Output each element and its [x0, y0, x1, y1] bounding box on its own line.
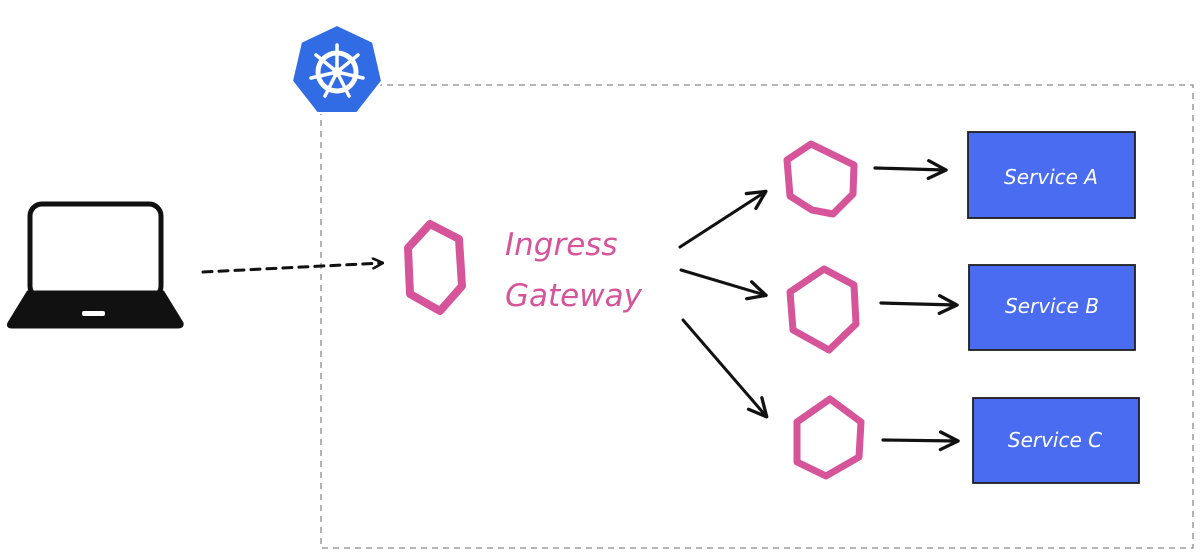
service-a-box: Service A	[967, 131, 1136, 219]
proxy-b-hexagon-icon	[786, 265, 860, 354]
gateway-to-proxy-a-arrow	[678, 189, 768, 249]
service-b-label: Service B	[1005, 294, 1099, 318]
proxy-a-to-service-a-arrow	[873, 159, 948, 180]
service-c-box: Service C	[972, 397, 1140, 484]
cluster-boundary	[320, 84, 1194, 549]
gateway-to-proxy-c-arrow	[681, 318, 769, 419]
service-c-label: Service C	[1008, 428, 1102, 452]
kubernetes-logo-icon	[290, 23, 384, 114]
laptop-icon	[6, 201, 184, 329]
gateway-to-proxy-b-arrow	[679, 268, 768, 301]
gateway-label-line1: Ingress	[505, 227, 618, 263]
proxy-a-hexagon-icon	[783, 140, 858, 218]
proxy-b-to-service-b-arrow	[879, 294, 959, 316]
service-b-box: Service B	[968, 264, 1136, 351]
proxy-c-hexagon-icon	[793, 395, 865, 480]
proxy-c-to-service-c-arrow	[881, 430, 960, 452]
client-request-arrow	[201, 263, 382, 274]
ingress-gateway-hexagon-icon	[404, 220, 466, 315]
service-a-label: Service A	[1004, 165, 1098, 189]
gateway-label-line2: Gateway	[505, 278, 643, 314]
